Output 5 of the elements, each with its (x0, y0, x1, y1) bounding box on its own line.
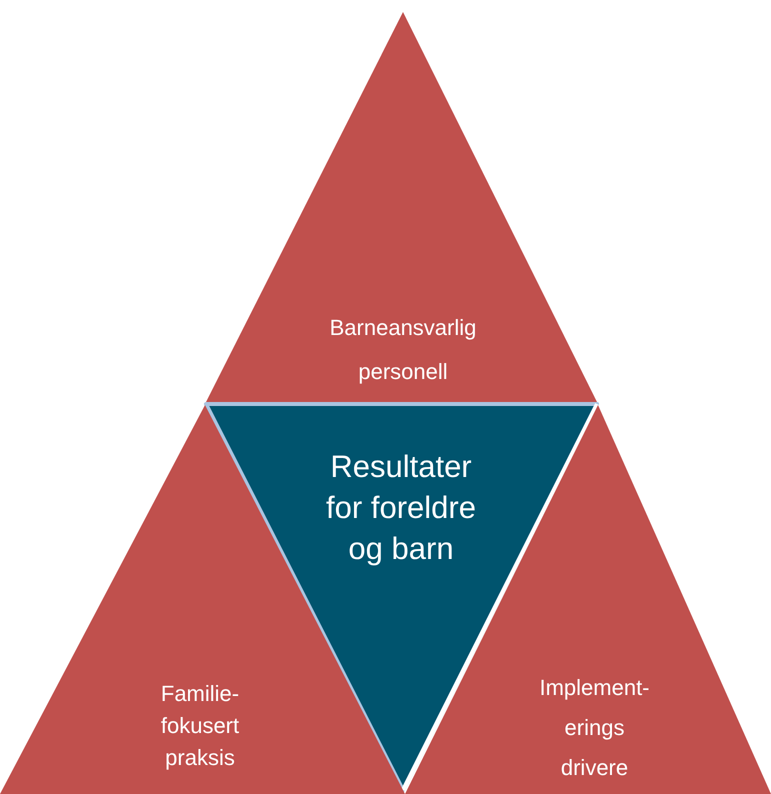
triangle-label: Implement- erings drivere (538, 674, 651, 782)
triangle-label: Familie- fokusert praksis (160, 680, 240, 772)
triangle (205, 12, 598, 404)
triangle-label: Resultater for foreldre og barn (325, 448, 477, 568)
triangle-label: Barneansvarlig personell (328, 314, 478, 386)
